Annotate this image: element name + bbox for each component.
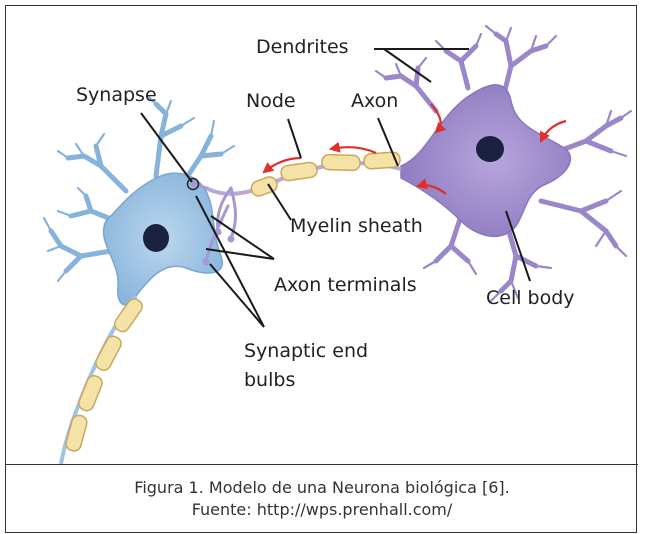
left-myelin-sheath [65,296,145,452]
label-synaptic-end-bulbs-2: bulbs [244,369,295,391]
caption-line-2: Fuente: http://wps.prenhall.com/ [6,499,638,521]
right-neuron-nucleus [476,136,504,162]
label-axon-terminals: Axon terminals [274,274,417,296]
label-axon: Axon [351,90,398,112]
caption-line-1: Figura 1. Modelo de una Neurona biológic… [6,477,638,499]
figure-caption: Figura 1. Modelo de una Neurona biológic… [6,464,638,534]
label-cell-body: Cell body [486,287,575,309]
label-node: Node [246,90,296,112]
label-synaptic-end-bulbs-1: Synaptic end [244,340,368,362]
figure-frame: Dendrites Synapse Node Axon Myelin sheat… [5,5,637,533]
label-myelin-sheath: Myelin sheath [290,215,423,237]
left-neuron-nucleus [143,224,169,252]
label-dendrites: Dendrites [256,36,349,58]
label-synapse: Synapse [76,84,157,106]
neuron-illustration: Dendrites Synapse Node Axon Myelin sheat… [6,6,638,464]
